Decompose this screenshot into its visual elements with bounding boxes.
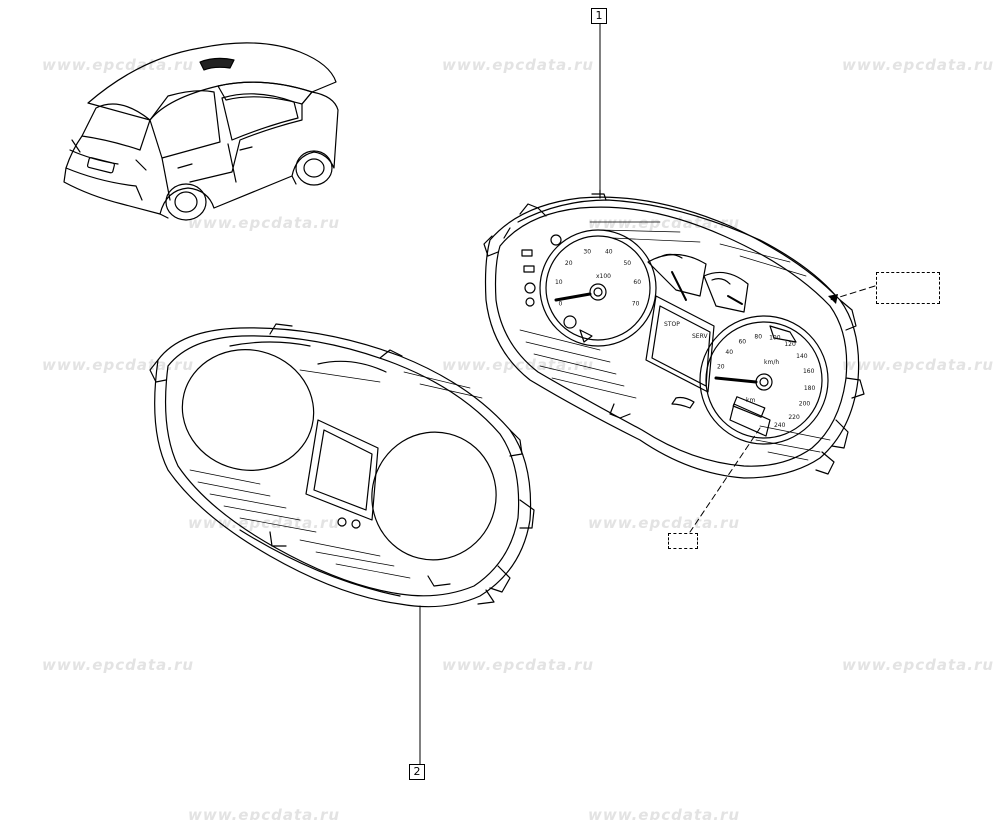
tacho-tick-label: 60 — [633, 279, 641, 286]
watermark: www.epcdata.ru — [442, 56, 595, 74]
watermark: www.epcdata.ru — [188, 806, 341, 820]
watermark: www.epcdata.ru — [842, 356, 995, 374]
speedo-tick-label: 100 — [769, 334, 781, 341]
watermark: www.epcdata.ru — [588, 806, 741, 820]
instrument-cluster-assembled — [483, 189, 865, 479]
leader-line-ref-right — [829, 285, 876, 301]
speedo-tick-label: 60 — [738, 339, 746, 346]
odometer-unit-label: km — [746, 397, 755, 404]
watermark: www.epcdata.ru — [842, 56, 995, 74]
speedo-tick-label: 120 — [784, 341, 796, 348]
car-location-icon — [63, 42, 339, 221]
leader-line-ref-bottom — [689, 427, 761, 533]
tacho-tick-label: 40 — [605, 249, 613, 256]
tacho-tick-label: 20 — [565, 260, 573, 267]
tacho-tick-label: 50 — [623, 260, 631, 267]
speedo-tick-label: 80 — [754, 333, 762, 340]
display-serv-label: SERV — [692, 333, 708, 340]
tacho-tick-label: 70 — [632, 301, 640, 308]
watermark: www.epcdata.ru — [42, 656, 195, 674]
speedo-tick-label: 180 — [804, 385, 816, 392]
speedo-tick-label: 160 — [803, 368, 815, 375]
tacho-tick-label: 0 — [558, 301, 562, 308]
watermark: www.epcdata.ru — [842, 656, 995, 674]
speedo-tick-label: 140 — [796, 353, 808, 360]
watermark: www.epcdata.ru — [442, 656, 595, 674]
speedo-tick-label: 200 — [799, 401, 811, 408]
tacho-tick-label: 30 — [583, 249, 591, 256]
dashed-ref-box-bottom — [668, 533, 698, 549]
speedo-tick-label: 220 — [788, 414, 800, 421]
speedo-tick-label: 40 — [725, 349, 733, 356]
tacho-unit-label: x100 — [596, 273, 611, 280]
tacho-tick-label: 10 — [555, 279, 563, 286]
watermark: www.epcdata.ru — [188, 214, 341, 232]
tachometer-labels: 0 10 20 30 40 50 60 70 — [555, 249, 641, 308]
watermark: www.epcdata.ru — [588, 214, 741, 232]
callout-1[interactable]: 1 — [591, 8, 607, 24]
callout-2[interactable]: 2 — [409, 764, 425, 780]
dashed-ref-box-right — [876, 272, 940, 304]
watermark: www.epcdata.ru — [42, 356, 195, 374]
speedo-tick-label: 240 — [774, 422, 786, 429]
watermark: www.epcdata.ru — [588, 514, 741, 532]
speedo-unit-label: km/h — [764, 359, 779, 366]
speedo-tick-label: 20 — [717, 363, 725, 370]
display-stop-label: STOP — [664, 321, 680, 328]
cluster-housing-front-cover — [149, 323, 535, 608]
